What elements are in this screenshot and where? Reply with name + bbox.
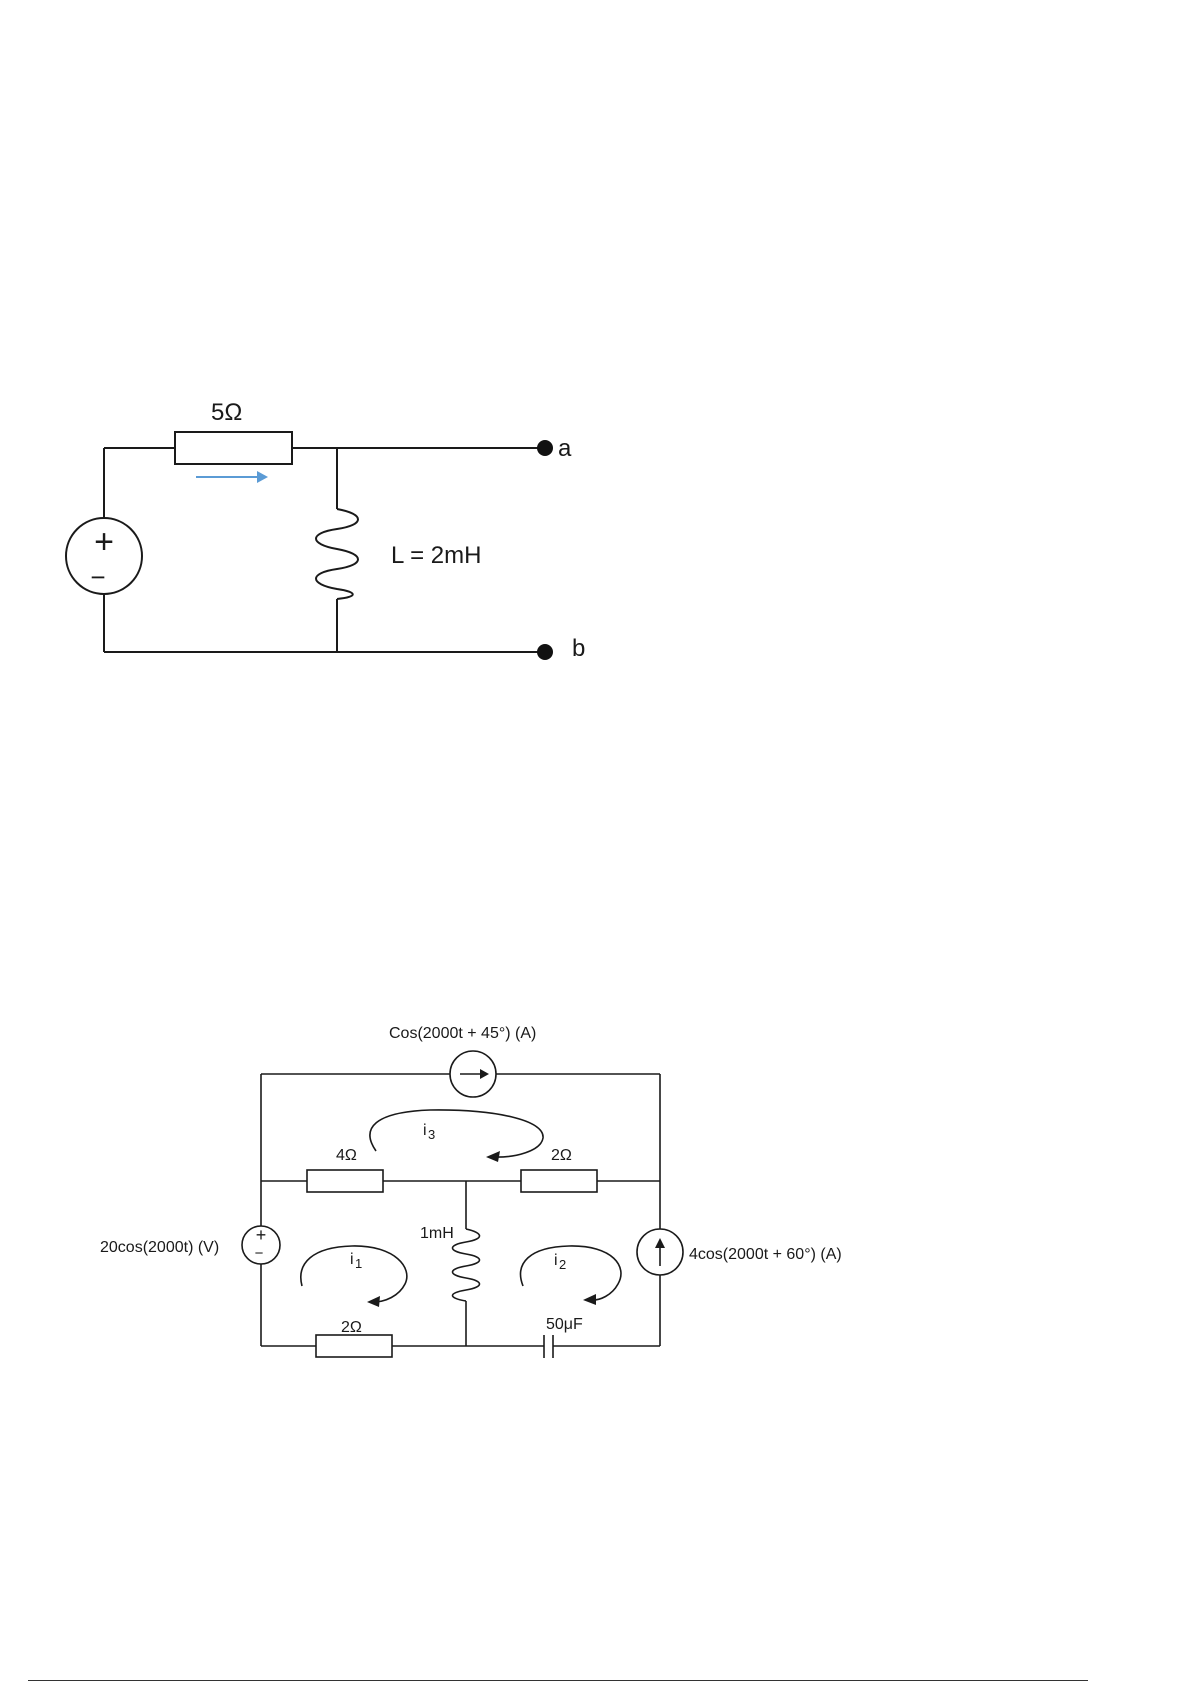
c2-mesh-i2-base: i [554,1252,558,1269]
c2-resistor-top-left [307,1170,383,1192]
c2-resistor-bottom-label: 2Ω [341,1319,362,1336]
c1-source-plus: + [94,523,114,561]
c2-resistor-top-right-label: 2Ω [551,1147,572,1164]
c2-resistor-bottom [316,1335,392,1357]
c2-inductor [453,1229,480,1301]
c2-mesh-i2-sub: 2 [559,1257,566,1272]
circuit-1: 5Ω + − L = 2mH a b [66,399,585,662]
page-bottom-rule [28,1680,1088,1681]
c2-capacitor-label: 50μF [546,1316,583,1333]
c2-mesh-i3-loop [370,1110,543,1157]
c1-current-arrowhead-icon [257,471,268,483]
c2-mesh-i1-arrowhead-icon [367,1296,380,1307]
c1-resistor [175,432,292,464]
c2-mesh-i1-loop [301,1246,407,1302]
c1-inductor [316,509,358,599]
c2-mesh-i3-base: i [423,1122,427,1139]
c2-mesh-i1-base: i [350,1251,354,1268]
c1-source-minus: − [90,562,105,592]
c1-terminal-b-label: b [572,635,585,662]
c2-voltage-source-minus: − [255,1245,264,1262]
c1-terminal-a-label: a [558,435,572,462]
circuit-2: Cos(2000t + 45°) (A) 4Ω 2Ω 2Ω 1mH 50μF +… [100,1025,842,1358]
c2-left-source-label: 20cos(2000t) (V) [100,1239,219,1256]
c2-mesh-i2-loop [521,1246,621,1300]
c2-inductor-label: 1mH [420,1225,454,1242]
c2-voltage-source-plus: + [256,1225,267,1245]
c2-mesh-i1-sub: 1 [355,1256,362,1271]
c1-inductor-label: L = 2mH [391,542,481,569]
c2-mesh-i3-arrowhead-icon [486,1151,500,1162]
c2-resistor-top-right [521,1170,597,1192]
c2-mesh-i2-arrowhead-icon [583,1294,596,1305]
c2-right-source-label: 4cos(2000t + 60°) (A) [689,1246,842,1263]
c1-resistor-label: 5Ω [211,399,242,426]
c2-resistor-top-left-label: 4Ω [336,1147,357,1164]
c1-terminal-a-dot [537,440,553,456]
c2-mesh-i3-sub: 3 [428,1127,435,1142]
c2-top-source-label: Cos(2000t + 45°) (A) [389,1025,536,1042]
c1-terminal-b-dot [537,644,553,660]
